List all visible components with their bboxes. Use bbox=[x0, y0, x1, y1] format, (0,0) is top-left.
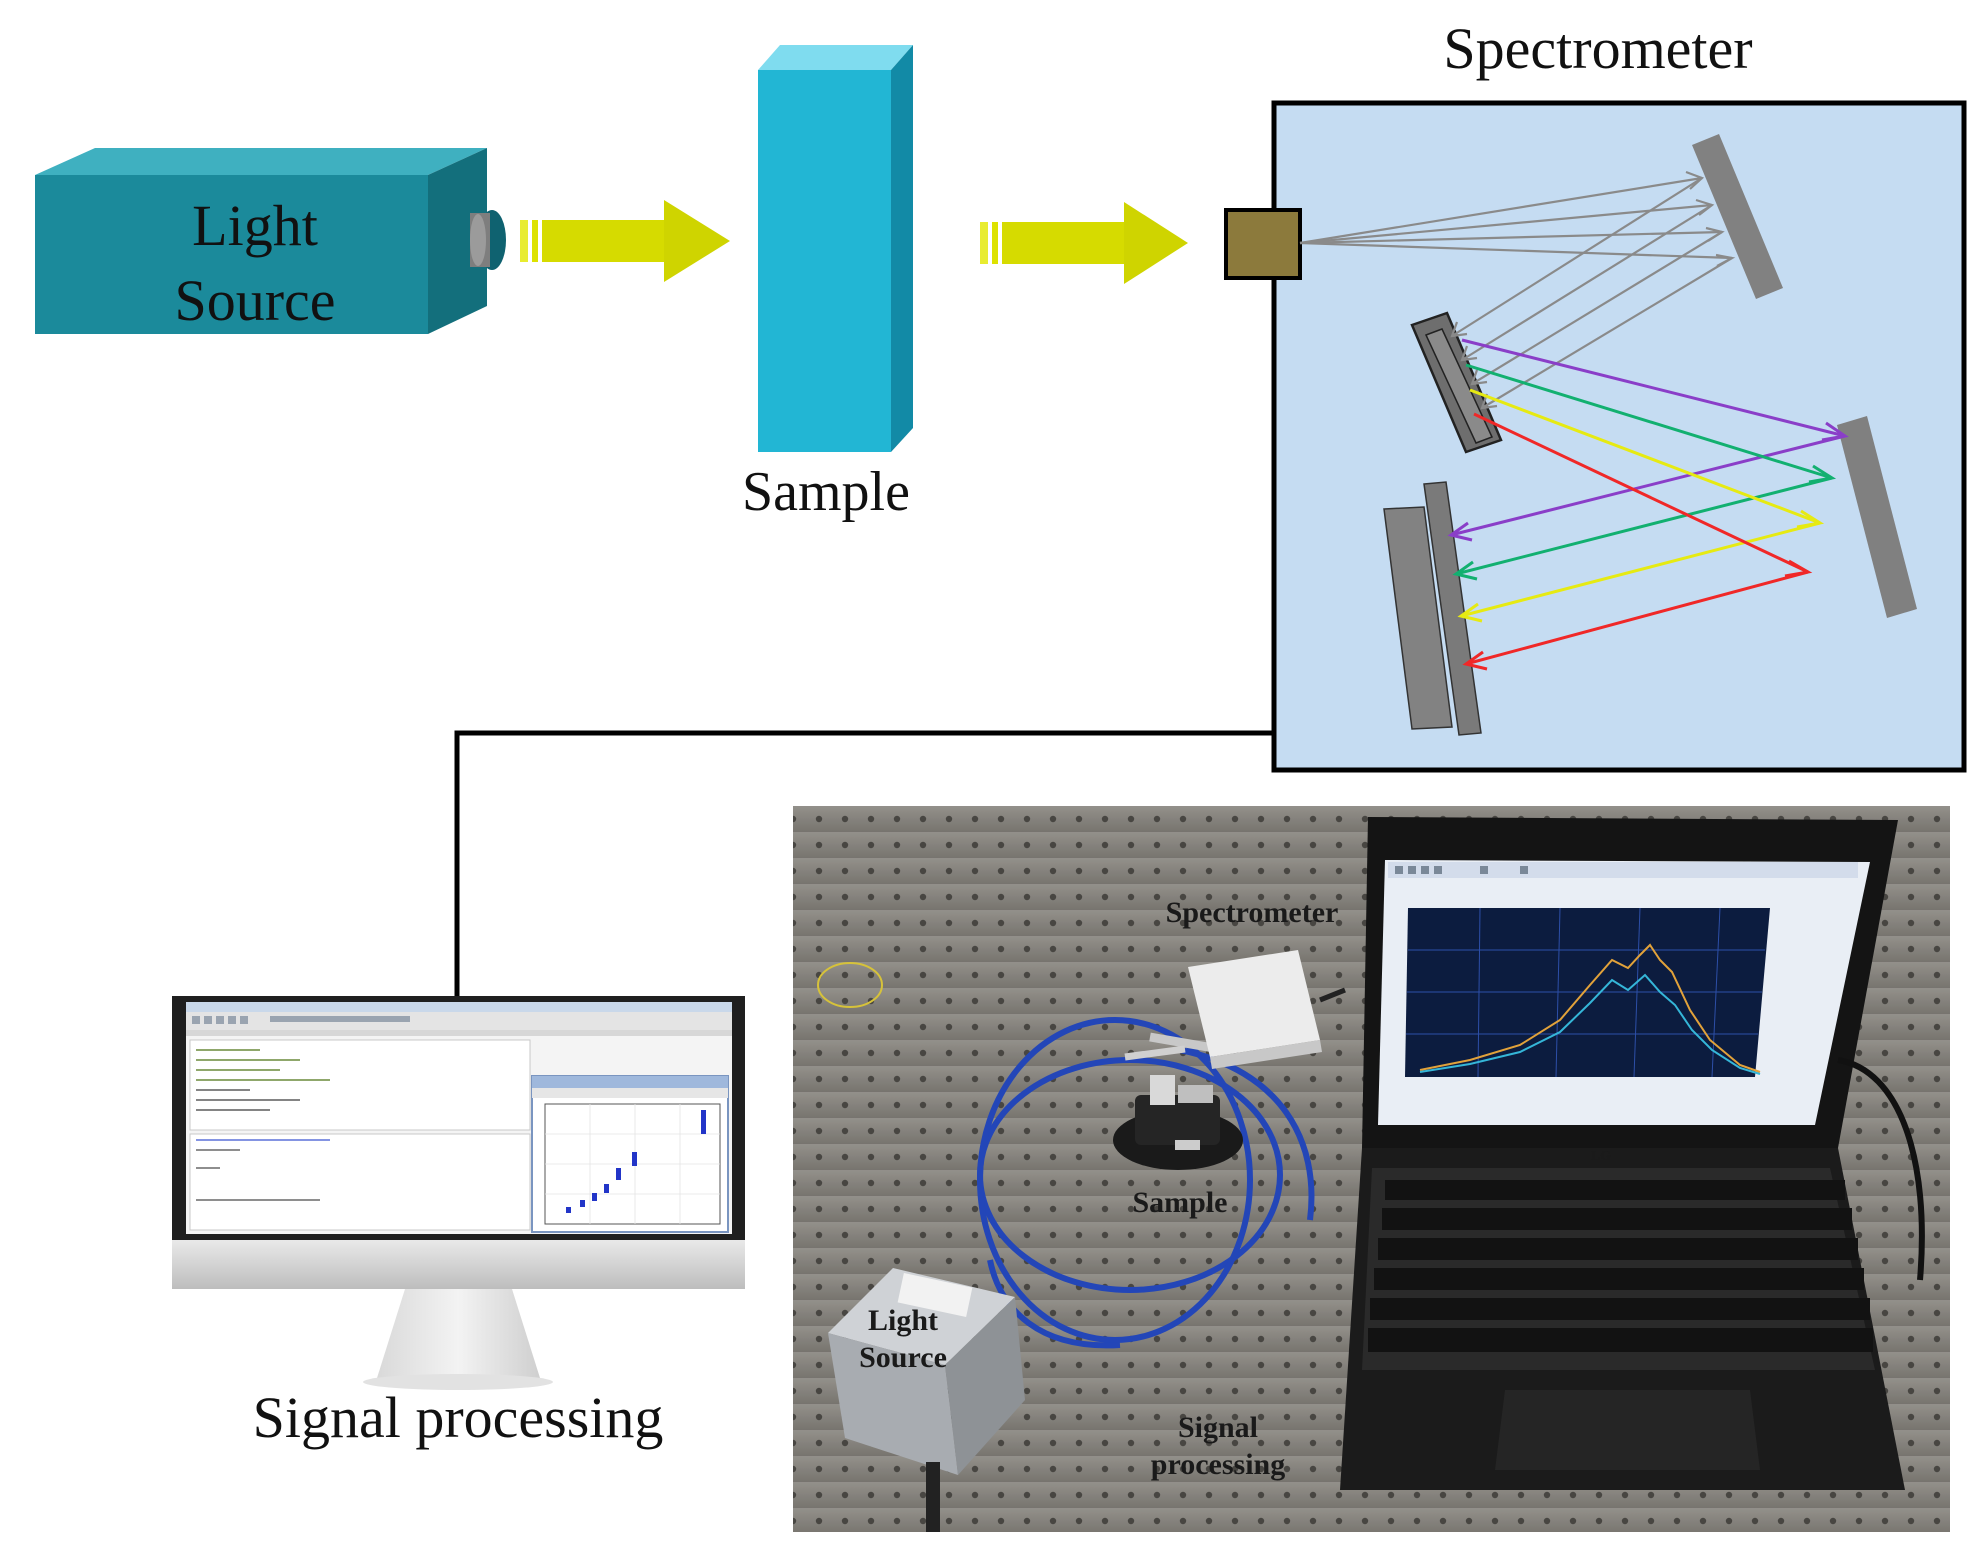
focusing-mirror bbox=[1837, 416, 1917, 618]
photo-sample-holder bbox=[1113, 1075, 1243, 1170]
photo-spectrometer-device bbox=[1188, 950, 1346, 1069]
detector-array bbox=[1383, 481, 1482, 736]
matlab-screen bbox=[186, 1002, 732, 1234]
photo-label-signal-line1: Signal bbox=[1178, 1411, 1258, 1444]
dispersed-ray-yellow bbox=[1457, 388, 1825, 623]
photo-spectrum-orange bbox=[1419, 943, 1761, 1073]
signal-processing-monitor bbox=[172, 996, 745, 1390]
dispersed-ray-violet bbox=[1447, 338, 1849, 542]
light-beam-arrow-1 bbox=[520, 200, 730, 282]
light-beam-arrow-2 bbox=[980, 202, 1188, 284]
dispersed-ray-red bbox=[1462, 412, 1813, 671]
spectrometer-box bbox=[1224, 100, 1967, 773]
photo-label-light-line2: Source bbox=[859, 1341, 947, 1374]
photo-label-spectrometer: Spectrometer bbox=[1166, 896, 1339, 929]
photo-label-sample: Sample bbox=[1132, 1186, 1227, 1219]
light-source-label-line1: Light bbox=[192, 193, 318, 258]
signal-processing-label: Signal processing bbox=[253, 1385, 664, 1450]
photo-label-signal-line2: processing bbox=[1151, 1448, 1285, 1481]
dispersed-ray-green bbox=[1452, 363, 1837, 581]
entrance-slit bbox=[1224, 208, 1302, 280]
experimental-setup-photo: LG Spectrometer Sample Light Source Sign… bbox=[793, 806, 1950, 1532]
optical-fiber-cables bbox=[977, 1017, 1315, 1349]
photo-laptop: LG bbox=[1340, 817, 1905, 1490]
photo-label-light-line1: Light bbox=[868, 1304, 938, 1337]
photo-spectrum-cyan bbox=[1419, 973, 1761, 1075]
sample-cuvette bbox=[758, 45, 913, 452]
photo-light-source-device bbox=[828, 1268, 1025, 1532]
light-source-box: Light Source bbox=[35, 148, 506, 334]
light-source-aperture bbox=[470, 210, 506, 270]
data-cable-line bbox=[454, 730, 1274, 996]
sample-label: Sample bbox=[742, 461, 910, 523]
light-source-label-line2: Source bbox=[174, 268, 335, 333]
collimating-mirror bbox=[1692, 134, 1783, 299]
photo-laptop-brand: LG bbox=[1591, 1149, 1611, 1164]
spectrometer-label: Spectrometer bbox=[1443, 16, 1752, 81]
